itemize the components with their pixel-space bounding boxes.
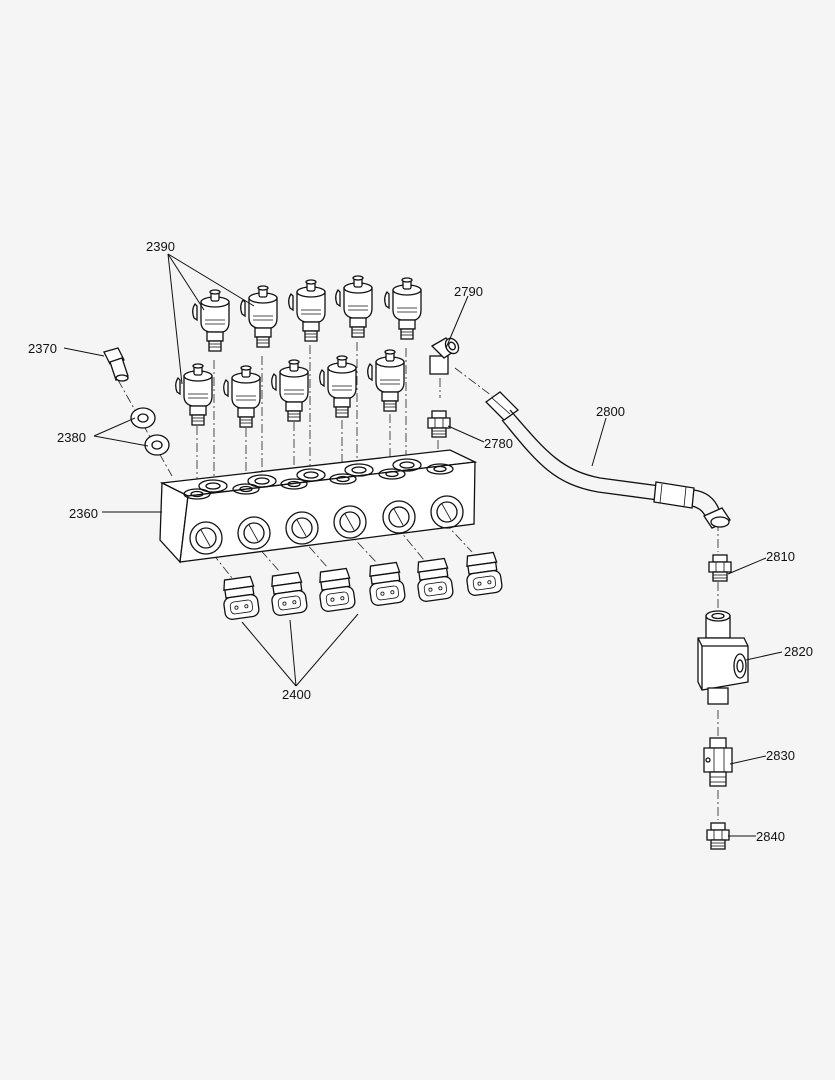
callout-2820: 2820	[784, 644, 813, 659]
solenoid-valves	[175, 275, 422, 428]
fitting-2810	[708, 554, 732, 582]
callout-2360: 2360	[69, 506, 98, 521]
fitting-2780	[427, 410, 451, 438]
callout-2810: 2810	[766, 549, 795, 564]
hose-assembly-2800	[484, 391, 731, 529]
manifold-top-ports	[183, 458, 454, 500]
callout-2830: 2830	[766, 748, 795, 763]
callout-2400: 2400	[282, 687, 311, 702]
assembly-centerlines	[117, 342, 719, 820]
manifold-block	[159, 449, 478, 564]
leader-lines	[63, 253, 783, 837]
callout-2370: 2370	[28, 341, 57, 356]
electrical-connectors	[219, 551, 504, 621]
callout-2800: 2800	[596, 404, 625, 419]
callout-2780: 2780	[484, 436, 513, 451]
washers-2380	[130, 407, 170, 456]
elbow-fitting-2790	[429, 337, 460, 375]
plug-2370	[103, 347, 129, 382]
valve-body-2820	[697, 610, 749, 705]
manifold-front-ports	[189, 495, 464, 555]
callout-2790: 2790	[454, 284, 483, 299]
callout-labels: 2390 2370 2380 2360 2400 2790 2780 2800 …	[28, 239, 813, 844]
fitting-2840	[706, 822, 730, 850]
callout-2380: 2380	[57, 430, 86, 445]
fitting-2830	[703, 737, 733, 787]
callout-2840: 2840	[756, 829, 785, 844]
callout-2390: 2390	[146, 239, 175, 254]
